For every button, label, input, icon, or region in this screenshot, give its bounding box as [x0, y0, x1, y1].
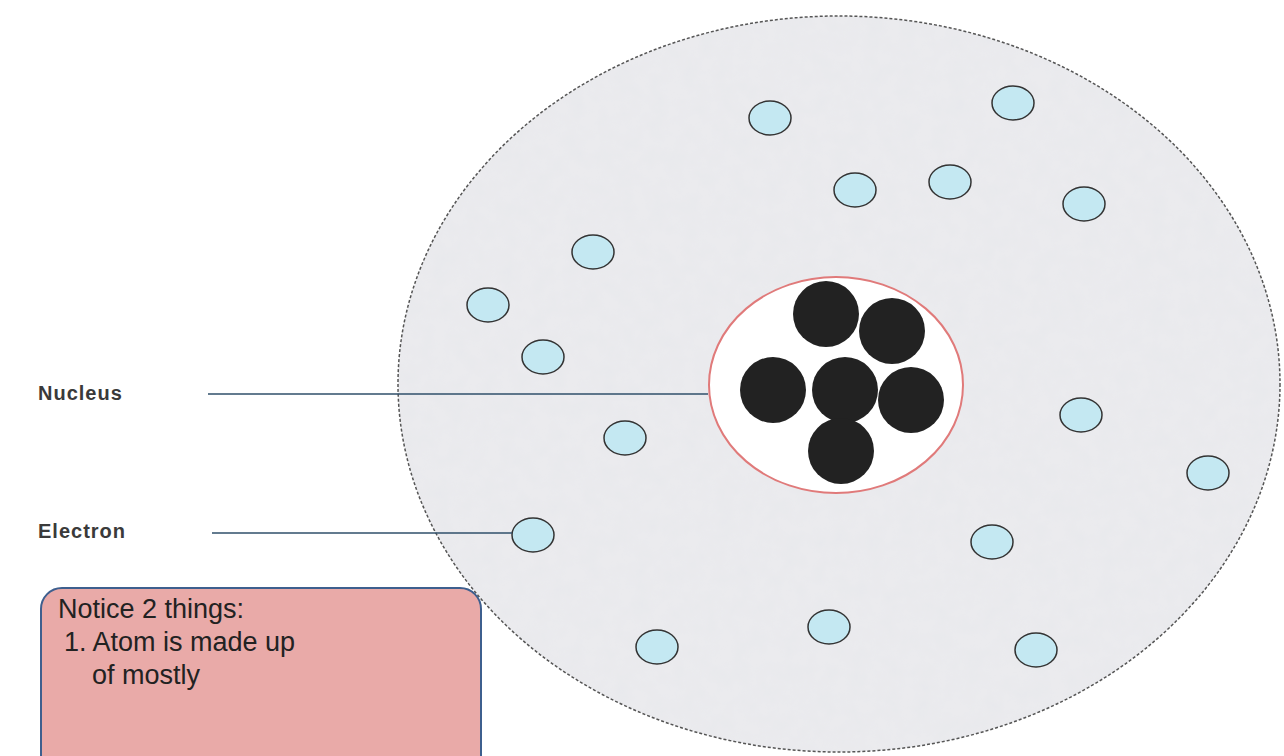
atom-body [398, 16, 1280, 752]
callout-item: 1. Atom is made up of mostly [58, 626, 322, 692]
part-label: Electron [38, 520, 126, 543]
callout-box: Notice 2 things:1. Atom is made up of mo… [40, 587, 482, 756]
callout-heading: Notice 2 things: [58, 593, 466, 626]
electron-leader [212, 532, 512, 534]
atom-outline [398, 16, 1280, 752]
nucleus-leader [208, 393, 708, 395]
nucleus-particles [740, 281, 944, 484]
part-label: Nucleus [38, 382, 123, 405]
electron-dots [467, 86, 1229, 667]
atom-texture [398, 16, 1280, 752]
nucleus-outline [709, 277, 963, 493]
